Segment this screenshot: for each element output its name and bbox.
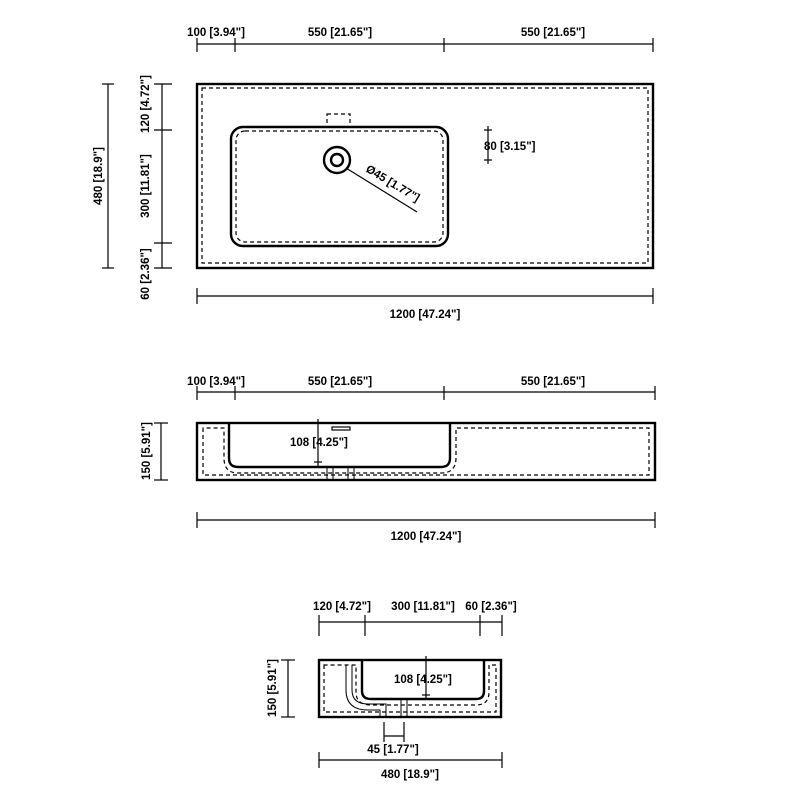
side-view: 120 [4.72"] 300 [11.81"] 60 [2.36"] 108 …	[267, 601, 517, 781]
top-dim-height-bottom: 60 [2.36"]	[140, 248, 152, 300]
top-dim-height-total: 480 [18.9"]	[93, 147, 105, 205]
front-height-label: 150 [5.91"]	[141, 422, 153, 480]
front-view-basin	[227, 423, 452, 469]
front-overflow-slot	[331, 426, 351, 431]
side-dim-c: 60 [2.36"]	[465, 601, 517, 613]
side-view-outline	[317, 658, 503, 719]
side-depth-label: 108 [4.25"]	[394, 674, 452, 686]
side-view-inner-edge	[323, 664, 497, 713]
side-height-dim: 150 [5.91"]	[267, 659, 295, 718]
top-dim-left: 100 [3.94"]	[187, 27, 245, 39]
front-height-dim: 150 [5.91"]	[141, 422, 168, 481]
front-view: 100 [3.94"] 550 [21.65"] 550 [21.65"] 10…	[141, 376, 657, 543]
side-drain-dim: 45 [1.77"]	[367, 722, 419, 756]
top-view: 100 [3.94"] 550 [21.65"] 550 [21.65"] Ø4…	[93, 27, 655, 321]
drain-outer	[322, 145, 352, 175]
front-view-inner-edge	[202, 427, 650, 476]
top-dim-height-mid: 300 [11.81"]	[140, 154, 152, 218]
top-view-outline	[195, 82, 655, 270]
side-drain-curve-outer	[345, 665, 381, 717]
top-dim-height-top: 120 [4.72"]	[140, 75, 152, 133]
side-view-width-dims: 120 [4.72"] 300 [11.81"] 60 [2.36"]	[313, 601, 517, 636]
front-dim-mid: 550 [21.65"]	[308, 376, 372, 388]
top-view-basin-inner	[235, 130, 444, 243]
drain-offset-dim: 80 [3.15"]	[484, 126, 536, 164]
side-height-label: 150 [5.91"]	[267, 659, 279, 717]
top-dim-width-total: 1200 [47.24"]	[390, 309, 461, 321]
front-total-width-dim: 1200 [47.24"]	[196, 512, 656, 543]
front-view-width-dims: 100 [3.94"] 550 [21.65"] 550 [21.65"]	[187, 376, 656, 400]
front-depth-label: 108 [4.25"]	[290, 437, 348, 449]
front-dim-right: 550 [21.65"]	[521, 376, 585, 388]
side-drain-label: 45 [1.77"]	[367, 744, 419, 756]
top-view-width-dims: 100 [3.94"] 550 [21.65"] 550 [21.65"]	[187, 27, 654, 52]
front-view-outline	[195, 421, 657, 482]
side-drain-curve-inner	[351, 665, 387, 717]
side-dim-a: 120 [4.72"]	[313, 601, 371, 613]
side-total-width-dim: 480 [18.9"]	[318, 752, 503, 781]
top-dim-mid: 550 [21.65"]	[308, 27, 372, 39]
front-dim-width-total: 1200 [47.24"]	[391, 531, 462, 543]
top-dim-right: 550 [21.65"]	[521, 27, 585, 39]
front-depth-dim: 108 [4.25"]	[290, 419, 348, 467]
top-view-basin	[229, 125, 450, 248]
top-view-height-dims: 480 [18.9"] 120 [4.72"] 300 [11.81"] 60 …	[93, 75, 172, 300]
side-view-basin	[360, 660, 486, 701]
top-view-total-width-dim: 1200 [47.24"]	[196, 288, 654, 321]
side-dim-b: 300 [11.81"]	[391, 601, 455, 613]
drain-offset-label: 80 [3.15"]	[484, 141, 536, 153]
front-dim-left: 100 [3.94"]	[187, 376, 245, 388]
side-depth-dim: 108 [4.25"]	[394, 656, 452, 699]
drain-inner	[329, 152, 345, 168]
top-view-inner-edge	[201, 87, 649, 264]
drain-leader	[345, 167, 418, 213]
overflow-slot	[326, 113, 351, 128]
side-dim-width-total: 480 [18.9"]	[381, 769, 439, 781]
